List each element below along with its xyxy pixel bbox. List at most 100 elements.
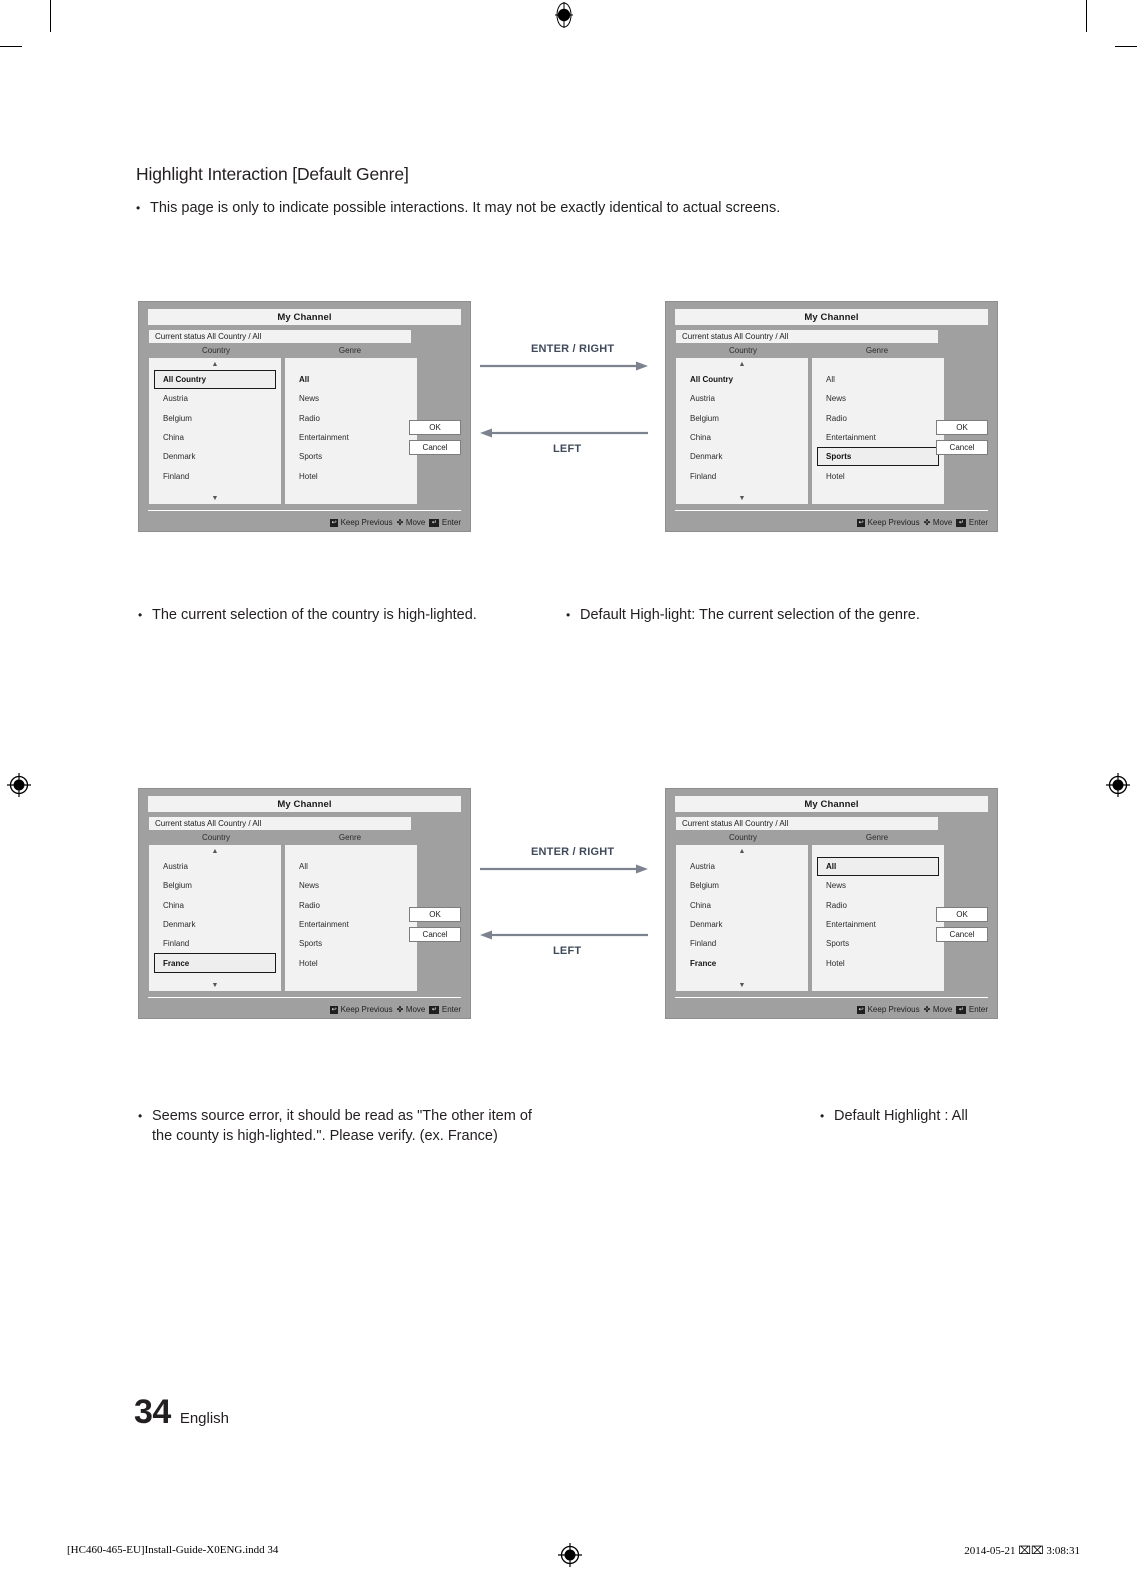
list-item[interactable]: All [299, 375, 310, 385]
list-item[interactable]: France [690, 958, 717, 968]
list-item[interactable]: Belgium [163, 413, 192, 423]
list-item[interactable]: News [826, 881, 847, 891]
list-item[interactable]: Belgium [690, 881, 719, 891]
list-item[interactable]: Finland [690, 939, 717, 949]
list-item[interactable]: Denmark [163, 452, 196, 462]
list-item[interactable]: News [826, 394, 847, 404]
list-item[interactable]: Sports [299, 939, 323, 949]
osd-screen-1: My Channel Current status All Country / … [138, 301, 471, 532]
footer-keep-previous[interactable]: ↩ Keep Previous [330, 1005, 393, 1014]
osd-screen-2: My Channel Current status All Country / … [665, 301, 998, 532]
list-item[interactable]: Radio [299, 900, 320, 910]
list-item[interactable]: Hotel [826, 958, 845, 968]
list-item[interactable]: Denmark [690, 920, 723, 930]
list-item[interactable]: Austria [163, 394, 188, 404]
caption-row2-right-text: Default Highlight : All [834, 1108, 968, 1124]
list-item[interactable]: China [690, 900, 711, 910]
scroll-down-icon[interactable]: ▼ [738, 494, 746, 502]
list-item[interactable]: Sports [299, 452, 323, 462]
scroll-down-icon[interactable]: ▼ [738, 981, 746, 989]
list-item[interactable]: Entertainment [299, 433, 349, 443]
cancel-button[interactable]: Cancel [936, 440, 988, 455]
bullet-marker-icon: • [138, 608, 143, 622]
list-item[interactable]: All Country [690, 375, 734, 385]
list-item[interactable]: Belgium [163, 881, 192, 891]
caption-row1-right: • Default High-light: The current select… [566, 605, 1006, 625]
list-item-selected[interactable]: France [154, 953, 276, 973]
list-item[interactable]: Finland [163, 471, 190, 481]
list-item-selected[interactable]: Sports [817, 447, 939, 467]
list-item[interactable]: Radio [826, 413, 847, 423]
print-footer-timestamp: 2014-05-21 ⌧⌧ 3:08:31 [964, 1545, 1080, 1557]
list-item[interactable]: Denmark [690, 452, 723, 462]
ok-button[interactable]: OK [409, 420, 461, 435]
list-item[interactable]: Radio [826, 900, 847, 910]
list-item[interactable]: Hotel [299, 958, 318, 968]
ok-button[interactable]: OK [936, 420, 988, 435]
footer-enter[interactable]: ↵ Enter [429, 518, 461, 527]
list-item[interactable]: All [299, 862, 308, 872]
list-item[interactable]: Austria [163, 862, 188, 872]
footer-enter[interactable]: ↵ Enter [956, 518, 988, 527]
list-item[interactable]: Belgium [690, 413, 719, 423]
footer-keep-previous[interactable]: ↩ Keep Previous [857, 518, 920, 527]
footer-move[interactable]: ✤ Move [924, 518, 953, 527]
list-item[interactable]: Hotel [826, 471, 845, 481]
enter-icon: ↵ [429, 1005, 440, 1014]
list-item[interactable]: Austria [690, 862, 715, 872]
cancel-button[interactable]: Cancel [409, 440, 461, 455]
osd-column-headers: Country Genre [676, 345, 944, 357]
list-item[interactable]: Entertainment [826, 433, 876, 443]
list-item[interactable]: China [163, 900, 184, 910]
footer-move-label: Move [932, 518, 953, 527]
list-item[interactable]: All [826, 375, 835, 385]
list-item[interactable]: China [163, 433, 184, 443]
scroll-up-icon[interactable]: ▲ [211, 360, 219, 368]
footer-keep-previous[interactable]: ↩ Keep Previous [857, 1005, 920, 1014]
list-item[interactable]: Entertainment [299, 920, 349, 930]
scroll-up-icon[interactable]: ▲ [738, 847, 746, 855]
caption-row1-right-text: Default High-light: The current selectio… [580, 607, 920, 623]
footer-move[interactable]: ✤ Move [397, 1005, 426, 1014]
ok-button[interactable]: OK [409, 907, 461, 922]
footer-enter[interactable]: ↵ Enter [429, 1005, 461, 1014]
list-item[interactable]: Finland [690, 471, 717, 481]
scroll-up-icon[interactable]: ▲ [211, 847, 219, 855]
list-item[interactable]: Denmark [163, 920, 196, 930]
scroll-down-icon[interactable]: ▼ [211, 494, 219, 502]
list-item-selected[interactable]: All [817, 857, 939, 877]
registration-mark-top [555, 2, 573, 28]
list-item-selected[interactable]: All Country [154, 370, 276, 390]
list-item[interactable]: Finland [163, 939, 190, 949]
scroll-up-icon[interactable]: ▲ [738, 360, 746, 368]
osd-status-bar: Current status All Country / All [676, 817, 938, 830]
scroll-down-icon[interactable]: ▼ [211, 981, 219, 989]
list-item[interactable]: Entertainment [826, 920, 876, 930]
list-item[interactable]: Radio [299, 413, 320, 423]
footer-enter[interactable]: ↵ Enter [956, 1005, 988, 1014]
list-item[interactable]: Sports [826, 939, 850, 949]
footer-keep-previous[interactable]: ↩ Keep Previous [330, 518, 393, 527]
list-item[interactable]: Hotel [299, 471, 318, 481]
cancel-button[interactable]: Cancel [936, 927, 988, 942]
ok-button[interactable]: OK [936, 907, 988, 922]
cancel-button[interactable]: Cancel [409, 927, 461, 942]
list-item[interactable]: News [299, 881, 320, 891]
footer-keep-previous-label: Keep Previous [340, 518, 393, 527]
list-item[interactable]: Austria [690, 394, 715, 404]
footer-move[interactable]: ✤ Move [397, 518, 426, 527]
list-item[interactable]: News [299, 394, 320, 404]
footer-move[interactable]: ✤ Move [924, 1005, 953, 1014]
osd-footer: ↩ Keep Previous ✤ Move ↵ Enter [857, 1005, 988, 1014]
list-item[interactable]: China [690, 433, 711, 443]
